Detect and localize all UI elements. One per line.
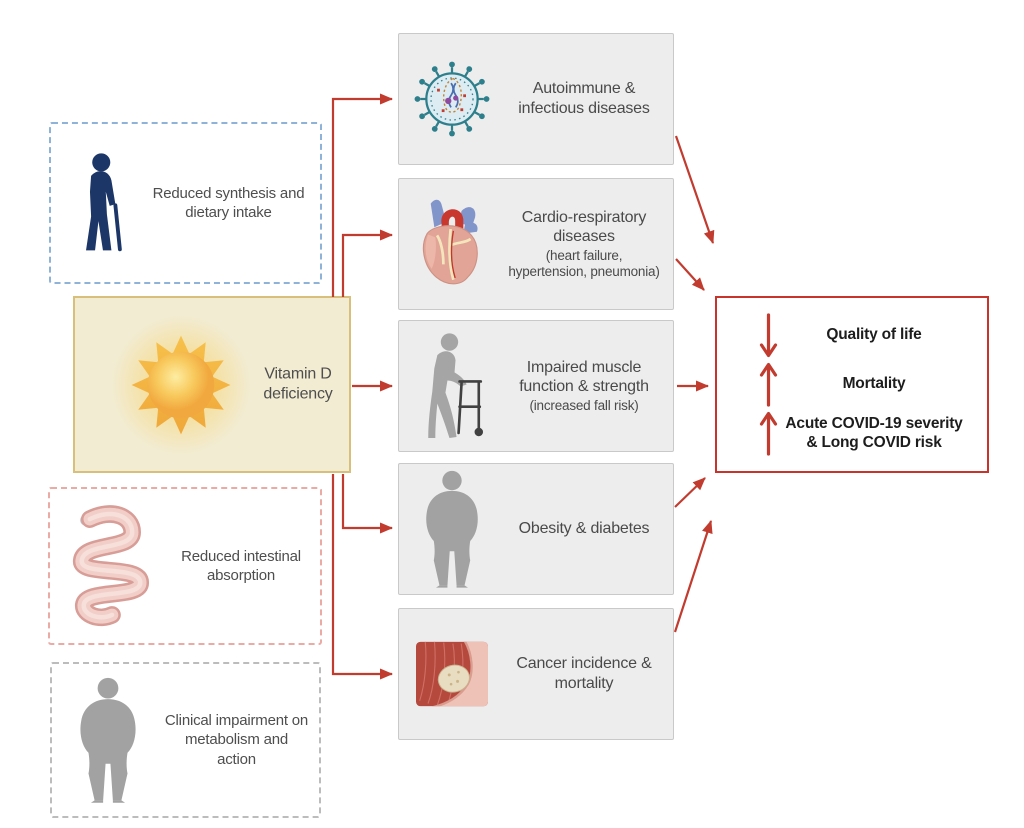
disease-title: Cardio-respiratory diseases	[521, 208, 647, 246]
cause-label: Reduced synthesis and dietary intake	[152, 184, 305, 221]
elderly-person-cane-icon	[51, 151, 147, 255]
outcome-label: Quality of life	[826, 326, 922, 344]
vitamin-d-label: Vitamin D deficiency	[263, 365, 333, 403]
disease-box-impaired-muscle: Impaired muscle function & strength (inc…	[398, 320, 674, 452]
arrow-obesity-to-outcomes	[674, 477, 706, 508]
decrease-arrow-icon	[753, 312, 783, 359]
obese-person-icon	[399, 469, 505, 589]
outcomes-box: Quality of life Mortality Acute COVID-19…	[715, 296, 989, 473]
arrow-autoimmune-to-outcomes	[674, 135, 715, 244]
cause-label: Clinical impairment on metabolism and ac…	[164, 712, 309, 768]
increase-arrow-icon	[753, 361, 783, 408]
disease-title: Impaired muscle function & strength	[519, 358, 649, 396]
cause-box-reduced-synthesis: Reduced synthesis and dietary intake	[49, 122, 322, 284]
arrow-cancer-to-outcomes	[673, 520, 713, 633]
cause-box-reduced-absorption: Reduced intestinal absorption	[48, 487, 322, 645]
arrow-cardio-to-outcomes	[675, 258, 705, 291]
sun-icon	[105, 309, 257, 466]
virus-icon	[399, 57, 505, 141]
tumor-icon	[399, 641, 505, 707]
outcome-row-quality-of-life: Quality of life	[725, 312, 979, 359]
disease-subtitle: (heart failure, hypertension, pneumonia)	[508, 247, 660, 280]
disease-box-cancer: Cancer incidence & mortality	[398, 608, 674, 740]
obese-person-icon	[52, 676, 164, 804]
heart-icon	[399, 196, 505, 292]
outcome-label: Mortality	[842, 375, 906, 393]
arrow-vitd-to-obesity	[341, 474, 393, 534]
disease-box-autoimmune: Autoimmune & infectious diseases	[398, 33, 674, 165]
disease-box-cardio-respiratory: Cardio-respiratory diseases (heart failu…	[398, 178, 674, 310]
person-walker-icon	[399, 325, 505, 447]
cause-label: Reduced intestinal absorption	[181, 547, 301, 584]
increase-arrow-icon	[753, 410, 783, 457]
disease-title: Autoimmune & infectious diseases	[518, 80, 650, 117]
arrow-vitd-to-autoimmune	[331, 93, 393, 297]
arrow-vitd-to-cardio	[341, 229, 393, 297]
disease-title: Cancer incidence & mortality	[516, 655, 652, 692]
cause-box-clinical-impairment: Clinical impairment on metabolism and ac…	[50, 662, 321, 818]
outcome-label: Acute COVID-19 severity & Long COVID ris…	[785, 415, 963, 451]
disease-subtitle: (increased fall risk)	[529, 397, 639, 413]
disease-box-obesity-diabetes: Obesity & diabetes	[398, 463, 674, 595]
arrow-vitd-to-cancer	[331, 474, 393, 680]
outcome-row-covid: Acute COVID-19 severity & Long COVID ris…	[725, 410, 979, 457]
disease-title: Obesity & diabetes	[518, 520, 650, 538]
vitamin-d-deficiency-box: Vitamin D deficiency	[73, 296, 351, 473]
outcome-row-mortality: Mortality	[725, 361, 979, 408]
intestine-icon	[50, 503, 172, 629]
